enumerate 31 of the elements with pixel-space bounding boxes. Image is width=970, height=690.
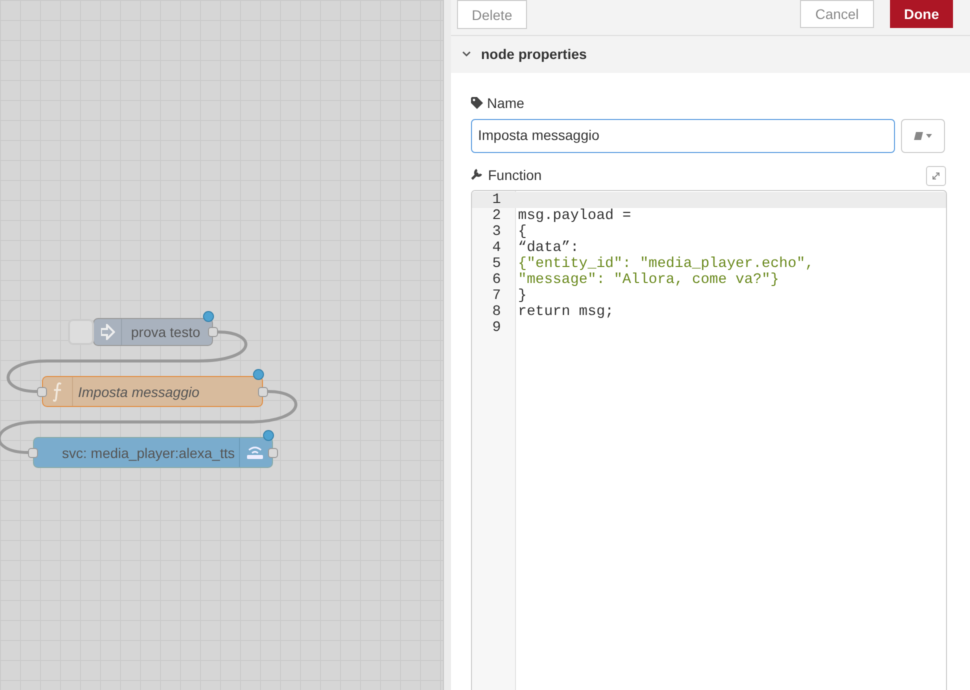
field-label: Name — [487, 95, 524, 111]
function-node — [37, 376, 268, 407]
node-label: Imposta messaggio — [78, 384, 200, 400]
code-line: msg.payload = — [518, 208, 632, 224]
code-line: } — [518, 288, 527, 304]
code-line: return msg; — [518, 304, 614, 320]
line-number: 1 — [491, 192, 501, 208]
field-label: Function — [488, 167, 542, 183]
code-line: {"entity_id": "media_player.echo", — [518, 256, 814, 272]
wire — [6, 330, 248, 393]
code-line: "message": "Allora, come va?"} — [518, 272, 780, 288]
line-number: 4 — [491, 240, 501, 256]
node-label: svc: media_player:alexa_tts — [62, 444, 235, 460]
inject-node — [93, 318, 218, 346]
service-node — [28, 437, 278, 468]
node-label: prova testo — [131, 324, 200, 340]
section-title: node properties — [481, 46, 587, 62]
cancel-button: Cancel — [800, 0, 874, 28]
done-button: Done — [890, 0, 953, 28]
line-number: 9 — [491, 320, 501, 336]
line-number: 2 — [491, 208, 501, 224]
line-number: 8 — [491, 304, 501, 320]
wire — [0, 390, 298, 454]
code-line: { — [518, 224, 527, 240]
delete-button: Delete — [457, 0, 527, 29]
line-number: 5 — [491, 256, 501, 272]
name-input-value: Imposta messaggio — [478, 127, 600, 143]
line-number: 7 — [491, 288, 501, 304]
line-number: 3 — [491, 224, 501, 240]
line-number: 6 — [491, 272, 501, 288]
code-line: “data”: — [518, 240, 579, 256]
